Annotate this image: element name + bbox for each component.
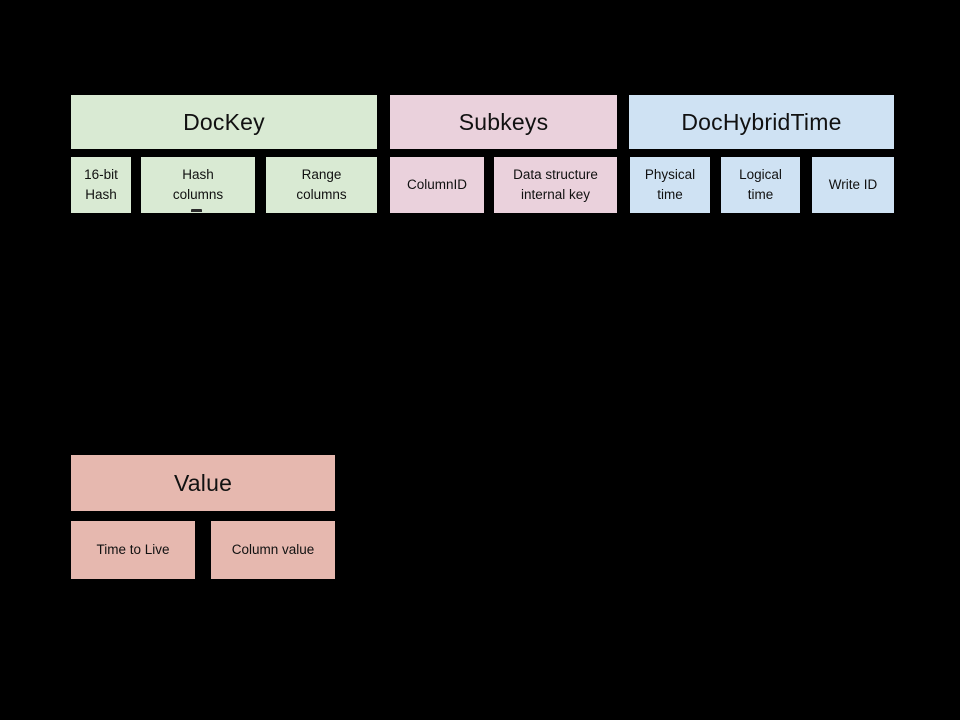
value-header-box: Value: [71, 455, 335, 511]
16bit-hash-label: 16-bit Hash: [84, 167, 118, 202]
column-value-label: Column value: [231, 542, 315, 557]
time-to-live-label: Time to Live: [96, 542, 170, 557]
write-id-label: Write ID: [828, 177, 878, 192]
value-field-time-to-live: Time to Live: [71, 521, 195, 579]
physical-time-label: Physical time: [644, 167, 696, 202]
clipped-character-fragment: [191, 209, 202, 212]
dockey-field-16bit-hash: 16-bit Hash: [71, 157, 131, 213]
subkeys-header-box: Subkeys: [390, 95, 617, 149]
value-field-column-value: Column value: [211, 521, 335, 579]
subkeys-field-columnid: ColumnID: [390, 157, 484, 213]
dochybridtime-field-write-id: Write ID: [812, 157, 894, 213]
subkeys-title: Subkeys: [458, 108, 549, 135]
data-structure-internal-key-label: Data structure internal key: [513, 167, 598, 202]
dochybridtime-field-physical-time: Physical time: [630, 157, 710, 213]
hash-columns-label: Hash columns: [172, 167, 224, 202]
dockey-header-box: DocKey: [71, 95, 377, 149]
dockey-field-hash-columns: Hash columns: [141, 157, 255, 213]
columnid-label: ColumnID: [406, 177, 468, 192]
dochybridtime-header-box: DocHybridTime: [629, 95, 894, 149]
dochybridtime-title: DocHybridTime: [681, 108, 842, 135]
logical-time-label: Logical time: [739, 167, 782, 202]
dochybridtime-field-logical-time: Logical time: [721, 157, 800, 213]
dockey-field-range-columns: Range columns: [266, 157, 377, 213]
value-title: Value: [173, 469, 233, 496]
range-columns-label: Range columns: [296, 167, 347, 202]
dockey-title: DocKey: [183, 108, 265, 135]
subkeys-field-data-structure-internal-key: Data structure internal key: [494, 157, 617, 213]
